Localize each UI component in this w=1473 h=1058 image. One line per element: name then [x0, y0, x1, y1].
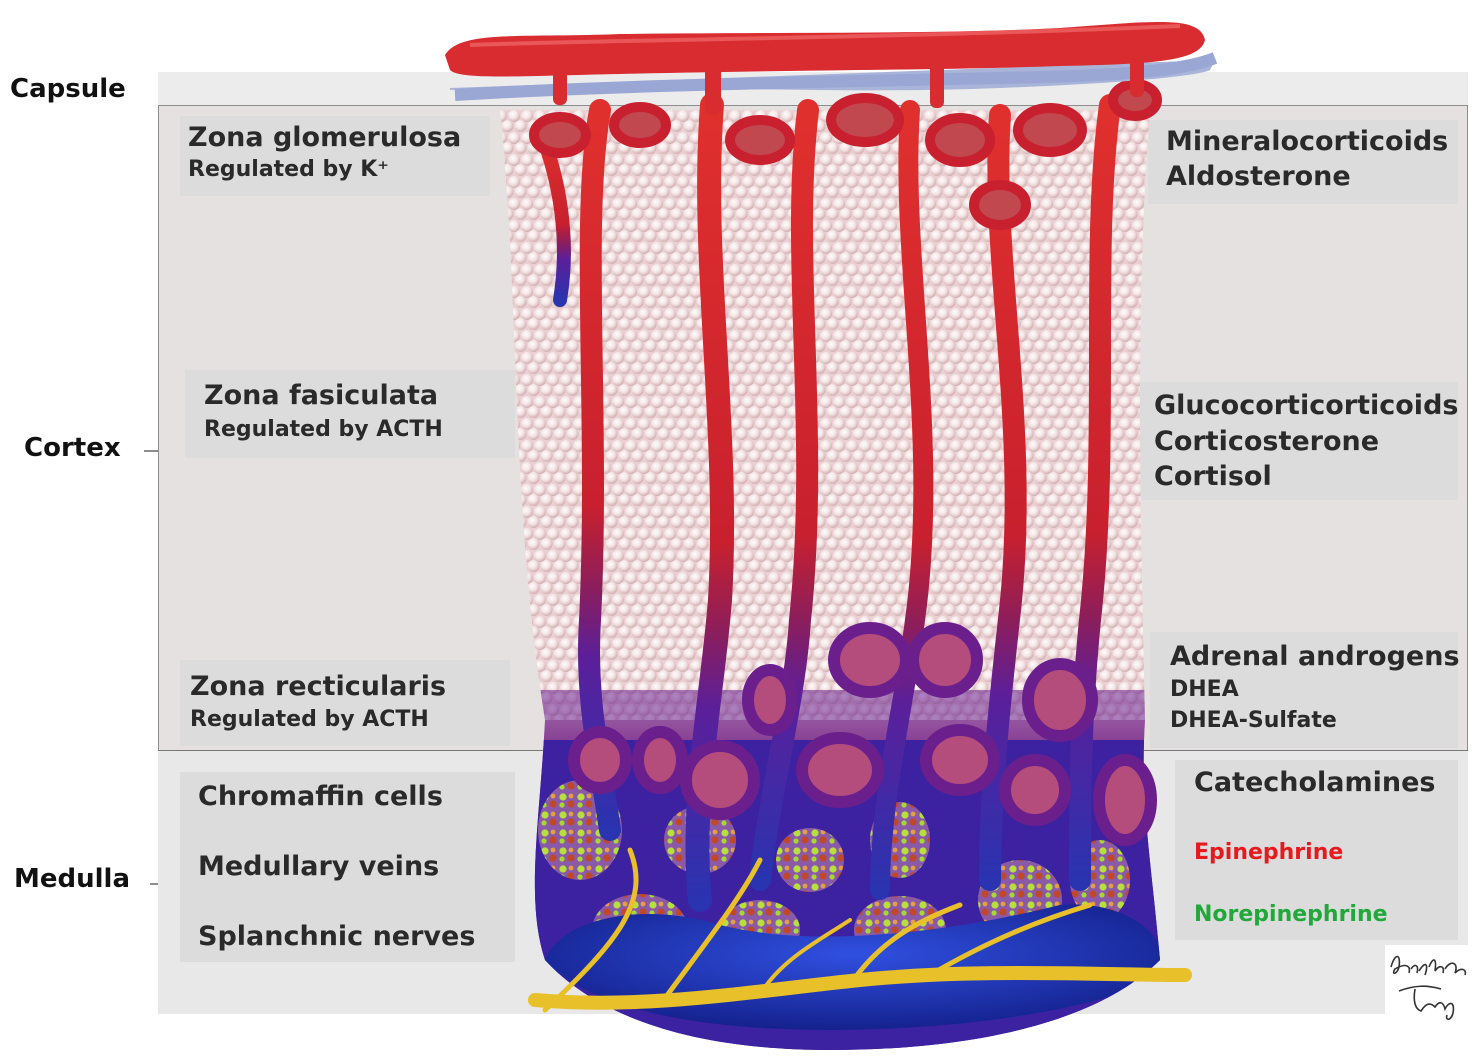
gluco-line1: Glucocorticorticoids — [1154, 390, 1458, 421]
cortex-label: Cortex — [24, 433, 121, 463]
androgens-line2: DHEA — [1170, 677, 1239, 702]
androgens-line1: Adrenal androgens — [1170, 641, 1460, 672]
glomerulosa-title: Zona glomerulosa — [188, 122, 461, 153]
medulla-item-chromaffin: Chromaffin cells — [198, 781, 443, 812]
fasciculata-sub: Regulated by ACTH — [204, 417, 443, 442]
catecholamines-title: Catecholamines — [1194, 767, 1436, 798]
mineralo-line2: Aldosterone — [1166, 161, 1351, 192]
cortex-tick — [144, 450, 158, 452]
medulla-item-nerves: Splanchnic nerves — [198, 921, 475, 952]
artist-signature — [1385, 945, 1470, 1025]
reticularis-title: Zona recticularis — [190, 671, 446, 702]
mineralo-line1: Mineralocorticoids — [1166, 126, 1448, 157]
medulla-tick — [150, 883, 158, 885]
medulla-item-veins: Medullary veins — [198, 851, 439, 882]
epinephrine-label: Epinephrine — [1194, 840, 1343, 865]
gluco-line2: Corticosterone — [1154, 426, 1379, 457]
androgens-line3: DHEA-Sulfate — [1170, 708, 1337, 733]
capsule-label: Capsule — [10, 74, 126, 104]
fasciculata-title: Zona fasiculata — [204, 380, 438, 411]
adrenal-illustration — [440, 0, 1220, 1058]
norepinephrine-label: Norepinephrine — [1194, 902, 1388, 927]
glomerulosa-sub: Regulated by K⁺ — [188, 157, 389, 182]
gluco-line3: Cortisol — [1154, 461, 1272, 492]
medulla-label: Medulla — [14, 864, 130, 894]
reticularis-sub: Regulated by ACTH — [190, 707, 429, 732]
